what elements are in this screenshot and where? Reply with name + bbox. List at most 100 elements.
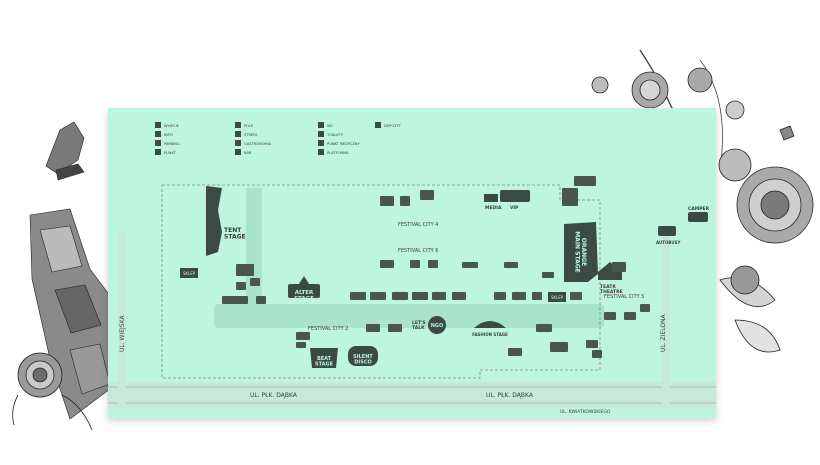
shop-left[interactable]: SKLEP [180,268,198,278]
booth-marker [388,324,402,332]
shop-right[interactable]: SKLEP [548,292,566,302]
booth-marker [400,196,410,206]
deposit-icon [375,122,381,128]
vip-label: VIP [510,205,519,211]
camper-area[interactable]: CAMPER [688,206,710,222]
bus-label: AUTOBUSY [656,240,681,245]
map-legend: WYJŚCIEINFOPARKINGPUNKTPOLESTREFAGASTRON… [155,122,402,155]
toilet-icon [318,131,324,137]
legend-item: PUNKT MEDYCZNY [318,140,361,146]
booth-marker [412,292,428,300]
shop-label-right: SKLEP [551,295,564,300]
camping-icon [235,122,241,128]
booth-marker [542,272,554,278]
legend-item: PUNKT [155,149,177,155]
booth-marker [562,188,578,206]
booth-markers [222,176,650,358]
booth-marker [410,260,420,268]
legend-item: PLATFORMA [318,149,349,155]
point-icon [155,149,161,155]
legend-item: PARKING [155,140,180,146]
booth-marker [236,264,254,276]
orange-main-stage[interactable]: ORANGEMAIN STAGE [564,222,598,282]
north-path [246,188,262,324]
legend-label: DEPOZYT [384,124,402,128]
main-promenade [214,304,604,328]
legend-label: PLATFORMA [327,151,349,155]
booth-marker [222,296,248,304]
legend-label: PARKING [164,142,180,146]
booth-marker [624,312,636,320]
medical-icon [318,140,324,146]
booth-marker [420,190,434,200]
booth-marker [380,260,394,268]
roads [108,188,716,408]
ngo-label: NGO [431,323,444,329]
booth-marker [586,340,598,348]
booth-marker [392,292,408,300]
street-zielona: UL. ZIELONA [660,313,667,352]
fashion-stage-label: FASHION STAGE [472,332,508,337]
legend-item: BAR [235,149,252,155]
exit-icon [155,122,161,128]
festival-city-2: FESTIVAL CITY 2 [308,326,348,332]
media-vip-area[interactable]: MEDIA VIP [484,190,530,211]
booth-marker [428,260,438,268]
parking-icon [155,140,161,146]
booth-marker [532,292,542,300]
booth-marker [640,304,650,312]
bar-icon [235,149,241,155]
booth-marker [296,342,306,348]
legend-item: POLE [235,122,254,128]
booth-marker [536,324,552,332]
booth-marker [612,262,626,272]
ngo-badge[interactable]: NGO [428,316,446,334]
legend-label: PUNKT MEDYCZNY [327,142,361,146]
food-icon [235,140,241,146]
street-wiejska: UL. WIEJSKA [119,315,126,352]
festival-city-5: FESTIVAL CITY 5 [604,294,644,300]
info-icon [155,131,161,137]
legend-item: INFO [155,131,173,137]
legend-item: WC [318,122,334,128]
orange-stage-label: ORANGEMAIN STAGE [573,231,587,273]
legend-label: POLE [244,124,254,128]
bus-stop[interactable]: AUTOBUSY [656,226,681,245]
festival-city-4: FESTIVAL CITY 4 [398,222,438,228]
booth-marker [570,292,582,300]
booth-marker [350,292,366,300]
booth-marker [432,292,446,300]
booth-marker [574,176,596,186]
legend-label: TOALETY [326,133,344,137]
camper-label: CAMPER [688,206,710,212]
legend-label: BAR [244,151,252,155]
booth-marker [512,292,526,300]
booth-marker [366,324,380,332]
legend-label: STREFA [244,133,258,137]
legend-label: WYJŚCIE [164,123,180,128]
legend-item: WYJŚCIE [155,122,180,128]
booth-marker [504,262,518,268]
fashion-stage[interactable]: FASHION STAGE [472,321,508,337]
legend-item: STREFA [235,131,258,137]
booth-marker [236,282,246,290]
booth-marker [296,332,310,340]
legend-item: DEPOZYT [375,122,402,128]
booth-marker [380,196,394,206]
legend-label: INFO [164,133,173,137]
legend-item: TOALETY [318,131,344,137]
booth-marker [604,312,616,320]
booth-marker [494,292,506,300]
booth-marker [592,350,602,358]
